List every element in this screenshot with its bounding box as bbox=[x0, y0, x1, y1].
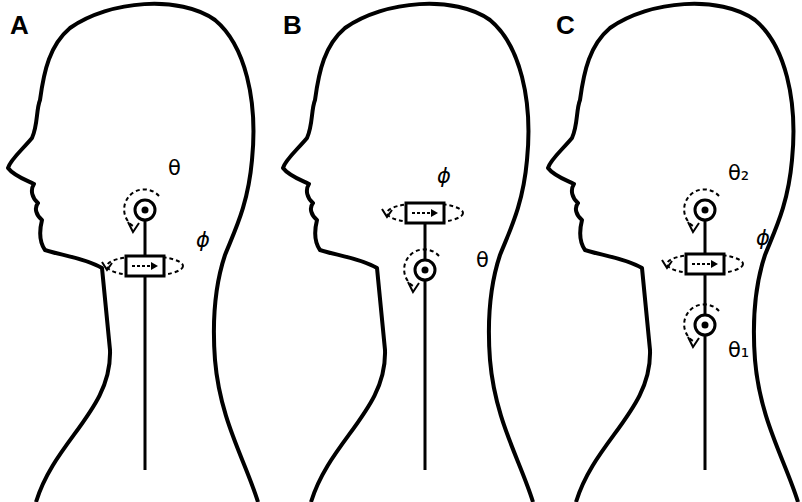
rotary-joint bbox=[124, 189, 159, 232]
angle-label: θ₂ bbox=[728, 163, 749, 184]
spine-line bbox=[144, 210, 147, 470]
head-outline bbox=[8, 4, 258, 502]
panel-letter: B bbox=[283, 12, 302, 38]
rotary-joint bbox=[684, 189, 719, 232]
spine-line bbox=[424, 213, 427, 470]
panel-letter: C bbox=[556, 12, 575, 38]
sliding-joint bbox=[662, 254, 743, 274]
angle-label: ϕ bbox=[437, 166, 451, 187]
sliding-joint bbox=[102, 256, 183, 276]
angle-label: θ₁ bbox=[728, 340, 749, 361]
rotary-joint bbox=[684, 304, 719, 347]
spine-line bbox=[704, 210, 707, 470]
angle-label: ϕ bbox=[196, 230, 210, 251]
panel-letter: A bbox=[10, 12, 29, 38]
head-outline bbox=[283, 4, 533, 502]
rotary-joint bbox=[404, 249, 439, 292]
angle-label: θ bbox=[476, 250, 489, 271]
angle-label: ϕ bbox=[756, 228, 770, 249]
head-outline bbox=[548, 4, 798, 502]
angle-label: θ bbox=[168, 158, 181, 179]
sliding-joint bbox=[382, 203, 463, 223]
